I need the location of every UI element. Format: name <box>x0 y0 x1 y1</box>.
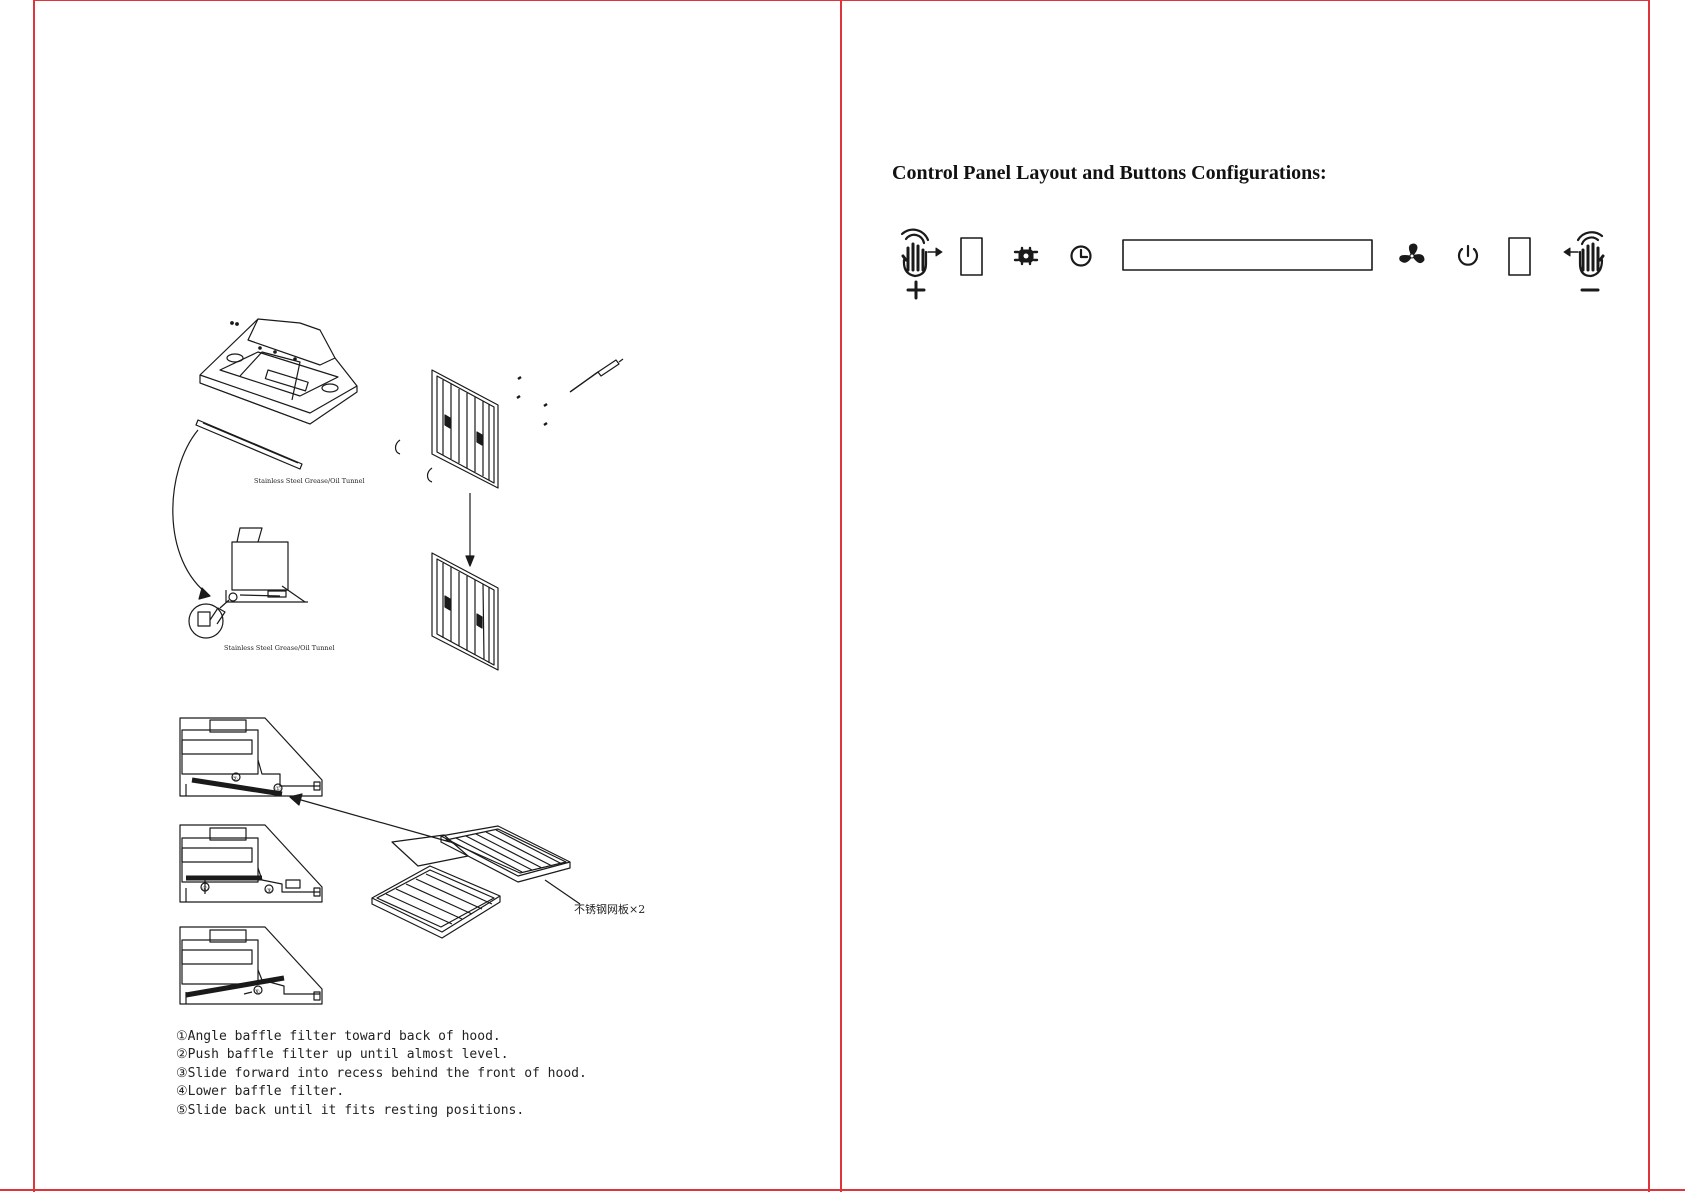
curved-arrow <box>172 429 211 597</box>
display-window <box>1122 239 1373 271</box>
stainless-filter-pair <box>371 825 581 939</box>
control-panel-layout <box>900 228 1605 300</box>
installation-steps: ①Angle baffle filter toward back of hood… <box>176 1028 587 1120</box>
step-marker-4: ④ <box>202 885 208 893</box>
fan-icon <box>1399 243 1425 264</box>
touch-slider-right <box>1508 237 1531 276</box>
hood-side-view-step-2 <box>179 824 323 903</box>
frame-top-border <box>33 0 1650 1</box>
grease-tunnel-illustration <box>195 419 303 470</box>
filter-count-label: 不锈钢网板×2 <box>574 902 645 916</box>
baffle-filter-assembled <box>431 552 499 671</box>
timer-icon <box>1070 245 1092 267</box>
tunnel-label-top: Stainless Steel Grease/Oil Tunnel <box>254 477 365 485</box>
step-marker-5: ⑤ <box>254 988 260 996</box>
range-hood-illustration <box>199 318 358 425</box>
touch-slider-left <box>960 237 983 276</box>
step-4: ④Lower baffle filter. <box>176 1084 345 1100</box>
step-5: ⑤Slide back until it fits resting positi… <box>176 1102 525 1118</box>
frame-bottom-border <box>0 1189 1685 1191</box>
light-icon <box>1013 246 1039 266</box>
step-marker-1: ① <box>275 785 281 793</box>
hood-side-view <box>188 527 308 639</box>
frame-left-border <box>33 0 35 1192</box>
filter-installation-diagram: Stainless Steel Grease/Oil Tunnel Stainl… <box>172 318 645 1005</box>
frame-right-border <box>1648 0 1650 1192</box>
left-page: Stainless Steel Grease/Oil Tunnel Stainl… <box>0 0 840 1192</box>
hood-side-view-step-3 <box>179 926 323 1005</box>
right-page: Control Panel Layout and Buttons Configu… <box>840 0 1685 1192</box>
step-marker-2: ② <box>232 775 238 783</box>
control-panel-title: Control Panel Layout and Buttons Configu… <box>892 162 1327 184</box>
hand-wave-right-icon <box>900 228 943 300</box>
power-icon <box>1457 244 1479 266</box>
baffle-filter-exploded <box>394 358 624 489</box>
frame-middle-border <box>840 0 842 1192</box>
hood-side-view-step-1 <box>179 717 323 797</box>
step-3: ③Slide forward into recess behind the fr… <box>176 1065 587 1081</box>
tunnel-label-bottom: Stainless Steel Grease/Oil Tunnel <box>224 644 335 652</box>
step-1: ①Angle baffle filter toward back of hood… <box>176 1029 501 1044</box>
install-arrow <box>293 797 451 843</box>
step-marker-3: ③ <box>266 887 272 895</box>
hand-wave-left-icon <box>1563 231 1605 292</box>
step-2: ②Push baffle filter up until almost leve… <box>176 1047 509 1063</box>
